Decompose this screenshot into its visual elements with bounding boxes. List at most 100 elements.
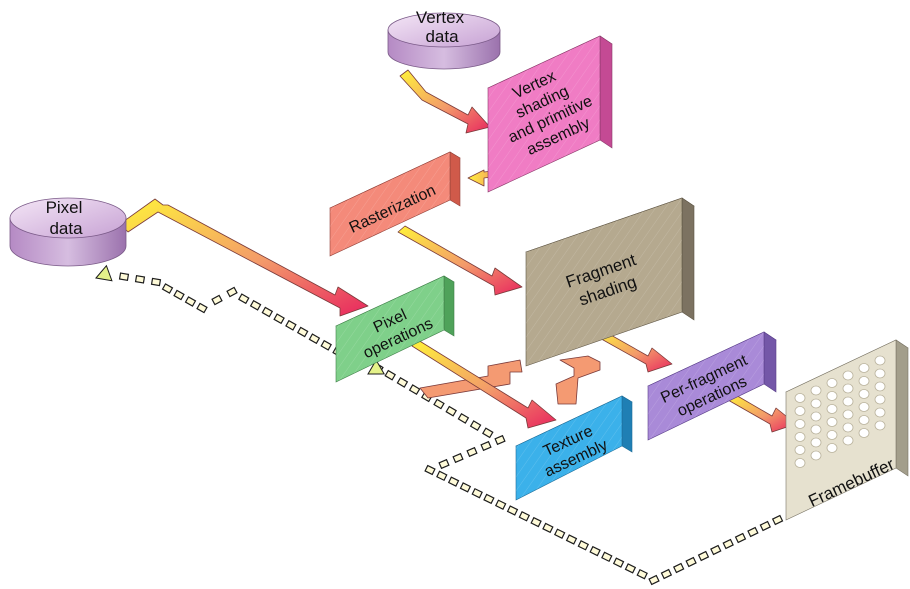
feedback-chain-square: [471, 487, 483, 499]
framebuffer-pixel: [842, 435, 854, 446]
framebuffer-pixel: [858, 376, 870, 386]
feedback-chain-square: [480, 440, 492, 452]
feedback-chain-square: [424, 464, 436, 476]
framebuffer-pixel: [858, 402, 870, 412]
feedback-chain-square: [261, 306, 274, 318]
framebuffer-pixel: [874, 355, 886, 366]
feedback-chain-square: [734, 532, 747, 544]
feedback-chain-square: [672, 562, 685, 574]
feedback-chain-square: [542, 522, 554, 534]
framebuffer-pixel: [794, 419, 806, 429]
framebuffer-pixel: [794, 445, 806, 455]
framebuffer-pixel: [858, 389, 870, 399]
framebuffer-pixel: [794, 458, 806, 468]
feedback-chain-square: [433, 398, 445, 410]
feedback-chain-square: [710, 544, 722, 556]
feedback-chain-square: [211, 294, 223, 306]
feedback-arrowhead: [95, 264, 113, 282]
vertex-data-label-1: Vertex: [416, 8, 465, 27]
feedback-chain-square: [459, 482, 472, 493]
arrow-pixel-data-to-operations: [119, 198, 369, 317]
feedback-chain-square: [624, 563, 637, 574]
feedback-chain-square: [685, 556, 697, 568]
rasterization-block: Rasterization: [329, 151, 461, 257]
feedback-chain-square: [494, 499, 507, 510]
framebuffer-pixel-grid: [794, 355, 886, 468]
feedback-chain-square: [577, 540, 590, 551]
vertex-data-label-2: data: [425, 27, 459, 46]
feedback-chain-square: [447, 476, 460, 487]
feedback-chain-square: [759, 520, 772, 532]
feedback-chain-square: [506, 505, 519, 516]
framebuffer-pixel: [874, 407, 886, 418]
framebuffer-pixel: [858, 363, 870, 373]
feedback-chain-square: [771, 514, 784, 526]
feedback-chain-square: [226, 286, 238, 298]
pixel-data-label-2: data: [49, 219, 83, 238]
vertex-shading-block: Vertex shading and primitive assembly: [487, 35, 613, 193]
framebuffer-pixel: [842, 383, 854, 394]
framebuffer-pixel: [874, 381, 886, 392]
framebuffer-pixel: [794, 393, 806, 403]
feedback-chain-square: [553, 528, 566, 539]
feedback-chain-square: [612, 557, 625, 568]
feedback-chain-square: [150, 277, 162, 287]
framebuffer-pixel: [826, 378, 838, 388]
framebuffer-pixel: [826, 417, 838, 427]
framebuffer-pixel: [826, 404, 838, 414]
framebuffer-pixel: [794, 432, 806, 442]
framebuffer-pixel: [842, 396, 854, 407]
feedback-chain-square: [396, 376, 409, 388]
feedback-chain-square: [565, 534, 578, 545]
feedback-chain-square: [196, 302, 208, 314]
feedback-chain-square: [173, 289, 185, 301]
framebuffer-pixel: [810, 450, 822, 461]
feedback-chain-square: [438, 458, 450, 470]
arrow-operations-to-texture: [411, 339, 557, 429]
framebuffer-pixel: [842, 409, 854, 420]
feedback-chain-square: [384, 369, 396, 381]
feedback-paths: [95, 264, 784, 586]
feedback-chain-square: [184, 296, 197, 307]
arrows: [119, 69, 797, 433]
feedback-chain-square: [648, 574, 660, 586]
feedback-chain-square: [457, 412, 470, 424]
feedback-chain-square: [134, 274, 146, 284]
feedback-chain-square: [482, 427, 494, 439]
feedback-chain-square: [589, 545, 601, 557]
framebuffer-pixel: [874, 420, 886, 431]
per-fragment-operations-block: Per-fragment operations: [647, 331, 777, 441]
framebuffer-pixel: [842, 370, 854, 381]
feedback-chain-square: [320, 339, 332, 351]
framebuffer-pixel: [826, 443, 838, 453]
feedback-chain-square: [747, 526, 759, 538]
pixel-operations-block: Pixel operations: [335, 275, 455, 383]
feedback-chain-square: [273, 313, 285, 325]
feedback-chain-square: [483, 493, 495, 505]
feedback-chain-square: [436, 470, 448, 482]
feedback-chain-square: [466, 446, 478, 458]
framebuffer-pixel: [810, 437, 822, 448]
framebuffer-pixel: [826, 391, 838, 401]
fragment-shading-block: Fragment shading: [525, 197, 695, 367]
framebuffer-pixel: [858, 415, 870, 425]
feedback-chain-square: [636, 568, 648, 580]
feedback-chain-square: [249, 299, 262, 311]
framebuffer-pixel: [858, 428, 870, 438]
framebuffer-pixel: [794, 406, 806, 416]
arrow-texture-to-fragment: [555, 355, 601, 405]
vertex-data-disk: Vertex data: [387, 8, 501, 70]
framebuffer-pixel: [826, 430, 838, 440]
pixel-data-label-1: Pixel: [46, 198, 83, 217]
framebuffer-pixel: [810, 398, 822, 409]
feedback-chain-square: [118, 272, 130, 282]
feedback-chain-square: [494, 434, 506, 446]
framebuffer-block: Framebuffer: [785, 339, 909, 521]
feedback-arrowhead: [367, 359, 385, 375]
feedback-chain-square: [445, 405, 457, 417]
arrow-rasterization-to-fragment: [397, 225, 523, 296]
feedback-chain-square: [238, 293, 250, 305]
feedback-chain-square: [308, 333, 321, 345]
feedback-chain-square: [697, 550, 710, 562]
